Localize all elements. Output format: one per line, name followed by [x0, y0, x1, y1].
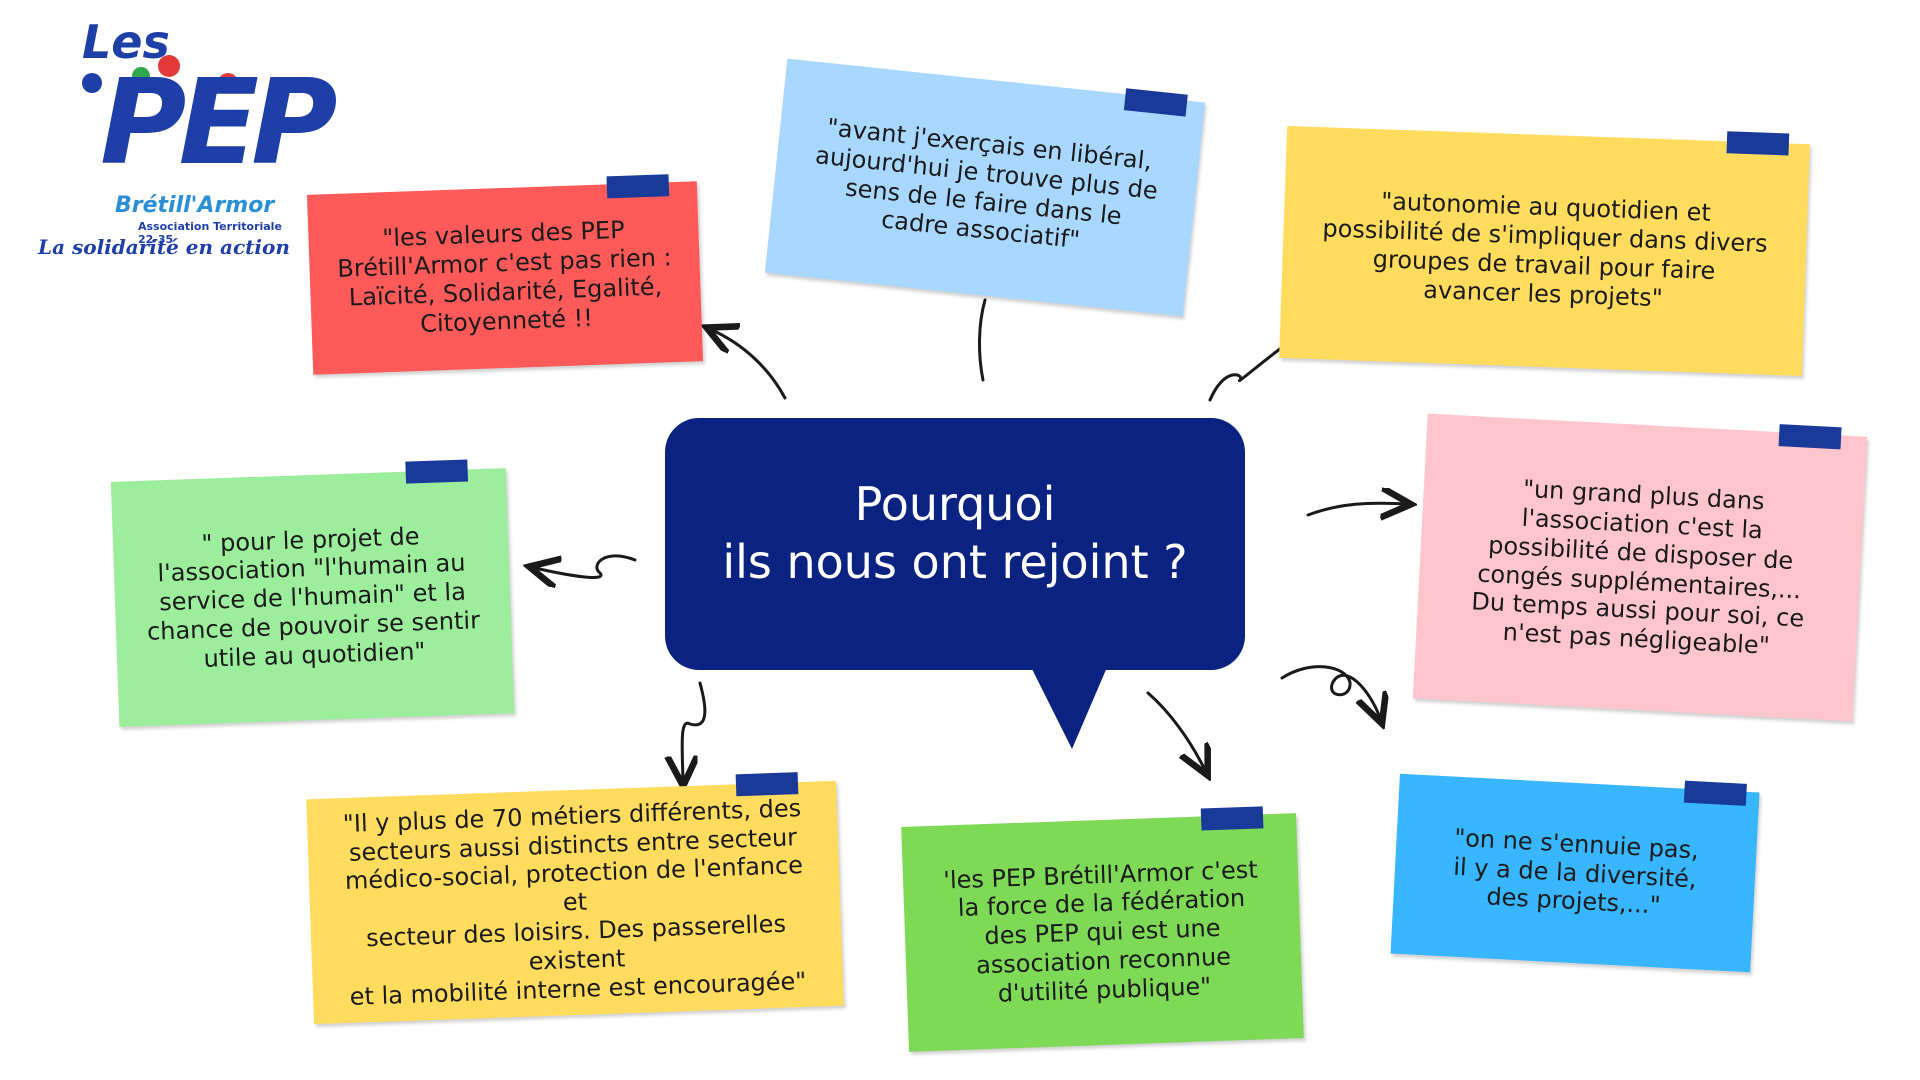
center-title: Pourquoi ils nous ont rejoint ? [722, 477, 1188, 589]
note-federation: 'les PEP Brétill'Armor c'est la force de… [901, 806, 1304, 1052]
note-conges: "un grand plus dans l'association c'est … [1412, 413, 1868, 722]
bubble-tail-icon [1030, 665, 1108, 749]
logo-brand: Brétill'Armor [115, 193, 275, 218]
logo-dot-red2-icon [218, 73, 238, 93]
logo-tagline: La solidarité en action [38, 235, 290, 259]
note-metiers-text: "Il y plus de 70 métiers différents, des… [342, 793, 807, 1011]
note-humain: " pour le projet de l'association "l'hum… [110, 459, 515, 727]
arrow-to-diversite-icon [1280, 665, 1380, 718]
note-valeurs-text: "les valeurs des PEP Brétill'Armor c'est… [336, 216, 673, 338]
line-to-autonomie-icon [1208, 343, 1287, 402]
logo-les: Les [82, 15, 170, 69]
note-liberal-text: "avant j'exerçais en libéral, aujourd'hu… [814, 113, 1160, 255]
tape-icon [735, 772, 799, 797]
note-liberal: "avant j'exerçais en libéral, aujourd'hu… [764, 58, 1206, 317]
note-valeurs: "les valeurs des PEP Brétill'Armor c'est… [306, 174, 704, 375]
note-diversite-text: "on ne s'ennuie pas, il y a de la divers… [1452, 823, 1700, 920]
note-autonomie: "autonomie au quotidien et possibilité d… [1279, 125, 1810, 377]
note-metiers: "Il y plus de 70 métiers différents, des… [306, 772, 844, 1025]
logo-dot-blue-icon [82, 73, 102, 93]
arrow-to-federation-icon [1146, 691, 1205, 770]
tape-icon [405, 459, 469, 484]
tape-icon [606, 174, 670, 199]
tape-icon [1200, 806, 1264, 831]
note-federation-text: 'les PEP Brétill'Armor c'est la force de… [942, 855, 1259, 1008]
note-conges-text: "un grand plus dans l'association c'est … [1470, 474, 1805, 660]
tape-icon [1778, 424, 1842, 450]
arrow-to-conges-icon [1306, 503, 1405, 515]
logo-pep: PEP [100, 53, 338, 191]
note-diversite: "on ne s'ennuie pas, il y a de la divers… [1390, 773, 1760, 973]
center-speech-bubble: Pourquoi ils nous ont rejoint ? [665, 418, 1245, 670]
arrow-to-metiers-icon [682, 681, 707, 780]
pep-logo: Les PEP Brétill'Armor Association Territ… [30, 15, 338, 265]
tape-icon [1726, 131, 1790, 156]
note-humain-text: " pour le projet de l'association "l'hum… [146, 521, 481, 673]
logo-dot-red-icon [158, 55, 180, 77]
logo-subtitle: Association Territoriale 22-35 [138, 220, 282, 246]
tape-icon [1683, 780, 1747, 806]
logo-dot-green-icon [132, 67, 150, 85]
line-to-liberal-icon [978, 298, 987, 382]
note-autonomie-text: "autonomie au quotidien et possibilité d… [1322, 187, 1768, 312]
arrow-to-humain-icon [535, 554, 637, 578]
arrow-to-valeurs-icon [712, 330, 787, 400]
